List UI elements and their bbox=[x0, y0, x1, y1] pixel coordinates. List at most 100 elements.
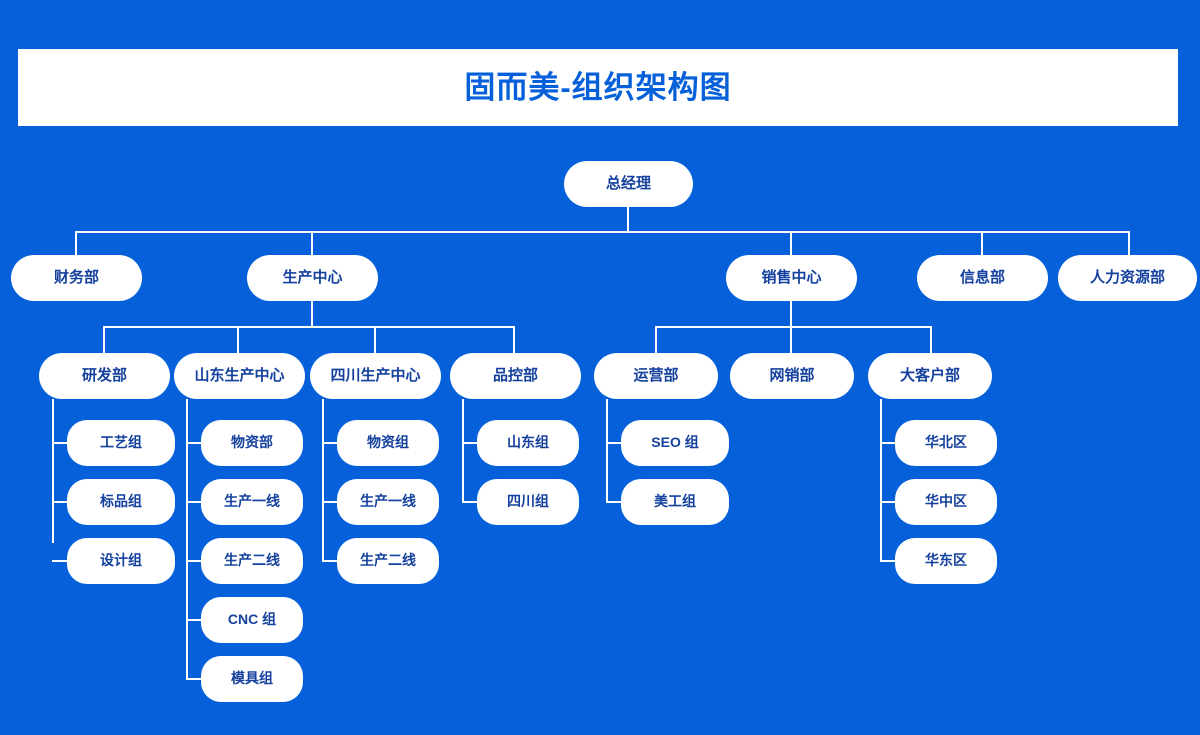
node-label: SEO 组 bbox=[651, 434, 699, 451]
connector-sichuan-stub-2 bbox=[322, 501, 339, 503]
connector-qc-stub-2 bbox=[462, 501, 479, 503]
node-online-sales-dept[interactable]: 网销部 bbox=[730, 353, 854, 399]
node-mold-team[interactable]: 模具组 bbox=[201, 656, 303, 702]
connector-keyaccount-stub-2 bbox=[880, 501, 897, 503]
node-key-account-dept[interactable]: 大客户部 bbox=[868, 353, 992, 399]
connector-rd-stub-3 bbox=[52, 560, 69, 562]
connector-sichuan-stub-1 bbox=[322, 442, 339, 444]
connector-qc-spine bbox=[462, 399, 464, 502]
node-label: 生产中心 bbox=[282, 268, 343, 286]
node-production-center[interactable]: 生产中心 bbox=[247, 255, 378, 301]
connector-sichuan-stub-3 bbox=[322, 560, 339, 562]
node-process-team[interactable]: 工艺组 bbox=[67, 420, 175, 466]
connector-drop-qc bbox=[513, 326, 515, 353]
connector-drop-finance bbox=[75, 231, 77, 255]
node-label: 生产二线 bbox=[360, 552, 416, 569]
connector-qc-stub-1 bbox=[462, 442, 479, 444]
node-hr-dept[interactable]: 人力资源部 bbox=[1058, 255, 1197, 301]
node-label: 生产二线 bbox=[224, 552, 280, 569]
node-label: 物资组 bbox=[367, 434, 409, 451]
node-seo-team[interactable]: SEO 组 bbox=[621, 420, 729, 466]
node-label: 品控部 bbox=[492, 366, 538, 384]
node-central-china-region[interactable]: 华中区 bbox=[895, 479, 997, 525]
connector-production-bus bbox=[103, 326, 515, 328]
node-label: 华东区 bbox=[925, 552, 967, 569]
node-label: 美工组 bbox=[654, 493, 696, 510]
node-qc-sichuan-team[interactable]: 四川组 bbox=[477, 479, 579, 525]
node-label: 华北区 bbox=[925, 434, 967, 451]
node-label: 财务部 bbox=[53, 268, 99, 286]
connector-shandong-spine bbox=[186, 399, 188, 679]
node-sichuan-production-line-2[interactable]: 生产二线 bbox=[337, 538, 439, 584]
connector-sichuan-spine bbox=[322, 399, 324, 561]
node-label: 生产一线 bbox=[360, 493, 416, 510]
connector-shandong-stub-5 bbox=[186, 678, 203, 680]
connector-drop-rd bbox=[103, 326, 105, 353]
node-label: 销售中心 bbox=[761, 268, 822, 286]
connector-ops-spine bbox=[606, 399, 608, 502]
connector-ops-stub-2 bbox=[606, 501, 623, 503]
node-label: 山东组 bbox=[507, 434, 549, 451]
node-label: 总经理 bbox=[605, 174, 651, 192]
node-label: 信息部 bbox=[959, 268, 1005, 286]
node-shandong-production-line-1[interactable]: 生产一线 bbox=[201, 479, 303, 525]
node-label: 四川组 bbox=[507, 493, 549, 510]
node-rd-dept[interactable]: 研发部 bbox=[39, 353, 170, 399]
node-sichuan-production-center[interactable]: 四川生产中心 bbox=[310, 353, 441, 399]
connector-rd-stub-2 bbox=[52, 501, 69, 503]
connector-shandong-stub-4 bbox=[186, 619, 203, 621]
connector-rd-stub-1 bbox=[52, 442, 69, 444]
node-qc-shandong-team[interactable]: 山东组 bbox=[477, 420, 579, 466]
node-quality-control-dept[interactable]: 品控部 bbox=[450, 353, 581, 399]
connector-keyaccount-spine bbox=[880, 399, 882, 561]
node-label: CNC 组 bbox=[227, 611, 277, 628]
node-label: 华中区 bbox=[925, 493, 967, 510]
node-label: 网销部 bbox=[769, 366, 815, 384]
node-graphic-design-team[interactable]: 美工组 bbox=[621, 479, 729, 525]
node-finance-dept[interactable]: 财务部 bbox=[11, 255, 142, 301]
node-shandong-materials-dept[interactable]: 物资部 bbox=[201, 420, 303, 466]
connector-level1-bus bbox=[75, 231, 1130, 233]
title-banner: 固而美-组织架构图 bbox=[18, 49, 1178, 126]
node-design-team[interactable]: 设计组 bbox=[67, 538, 175, 584]
connector-production-stem bbox=[311, 301, 313, 327]
node-label: 生产一线 bbox=[224, 493, 280, 510]
connector-drop-sales bbox=[790, 231, 792, 255]
connector-drop-production bbox=[311, 231, 313, 255]
node-label: 运营部 bbox=[633, 366, 679, 384]
node-sichuan-materials-team[interactable]: 物资组 bbox=[337, 420, 439, 466]
connector-sales-bus bbox=[655, 326, 931, 328]
node-operations-dept[interactable]: 运营部 bbox=[594, 353, 718, 399]
node-label: 大客户部 bbox=[899, 366, 960, 384]
node-information-dept[interactable]: 信息部 bbox=[917, 255, 1048, 301]
connector-ops-stub-1 bbox=[606, 442, 623, 444]
page-title: 固而美-组织架构图 bbox=[464, 70, 732, 105]
node-general-manager[interactable]: 总经理 bbox=[564, 161, 693, 207]
node-north-china-region[interactable]: 华北区 bbox=[895, 420, 997, 466]
connector-rd-spine bbox=[52, 399, 54, 543]
node-label: 四川生产中心 bbox=[330, 366, 421, 384]
connector-shandong-stub-3 bbox=[186, 560, 203, 562]
connector-drop-hr bbox=[1128, 231, 1130, 255]
node-label: 工艺组 bbox=[100, 434, 142, 451]
node-cnc-team[interactable]: CNC 组 bbox=[201, 597, 303, 643]
connector-drop-shandong bbox=[237, 326, 239, 353]
node-shandong-production-line-2[interactable]: 生产二线 bbox=[201, 538, 303, 584]
node-label: 山东生产中心 bbox=[194, 366, 285, 384]
connector-root-stem bbox=[627, 207, 629, 232]
node-label: 设计组 bbox=[100, 552, 142, 569]
connector-keyaccount-stub-1 bbox=[880, 442, 897, 444]
node-shandong-production-center[interactable]: 山东生产中心 bbox=[174, 353, 305, 399]
connector-drop-sichuan bbox=[374, 326, 376, 353]
connector-drop-ops bbox=[655, 326, 657, 353]
connector-keyaccount-stub-3 bbox=[880, 560, 897, 562]
connector-shandong-stub-1 bbox=[186, 442, 203, 444]
node-sales-center[interactable]: 销售中心 bbox=[726, 255, 857, 301]
connector-drop-info bbox=[981, 231, 983, 255]
node-standard-product-team[interactable]: 标品组 bbox=[67, 479, 175, 525]
node-sichuan-production-line-1[interactable]: 生产一线 bbox=[337, 479, 439, 525]
node-east-china-region[interactable]: 华东区 bbox=[895, 538, 997, 584]
connector-sales-stem bbox=[790, 301, 792, 327]
node-label: 研发部 bbox=[81, 366, 127, 384]
